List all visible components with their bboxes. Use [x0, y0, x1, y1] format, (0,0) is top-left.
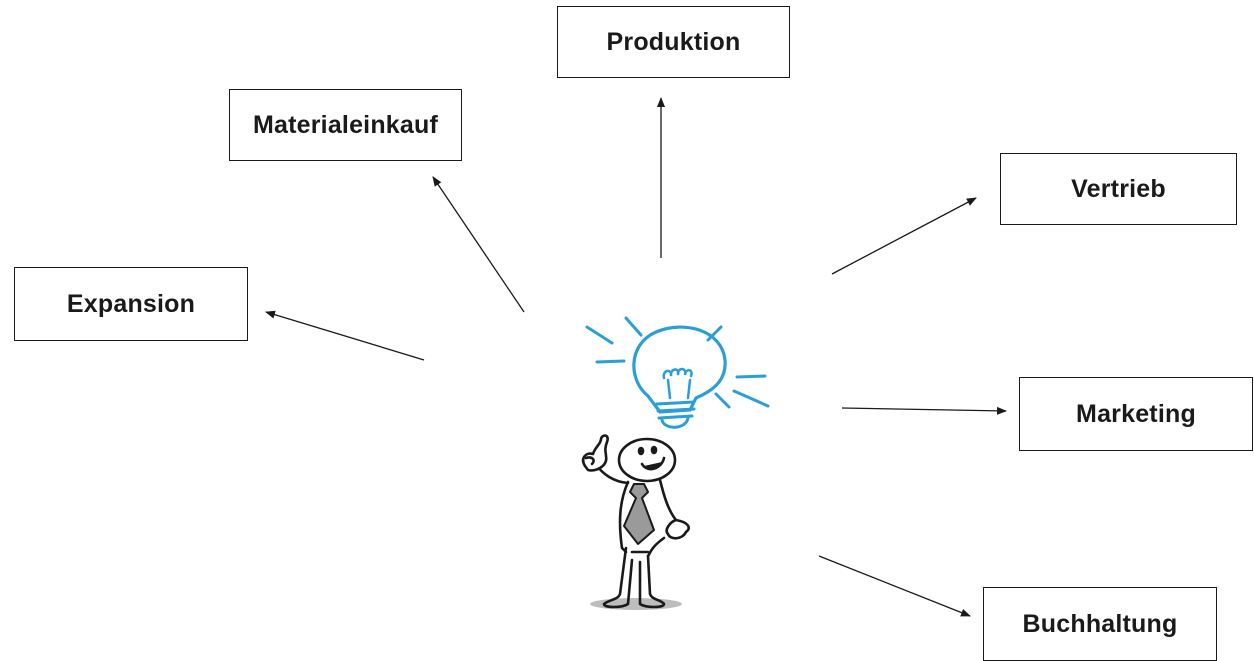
node-label: Marketing [1076, 399, 1196, 428]
arrow-to-marketing [841, 406, 1007, 415]
node-label: Vertrieb [1071, 174, 1166, 203]
arrow-to-buchhaltung [818, 555, 971, 617]
node-vertrieb: Vertrieb [1000, 153, 1237, 225]
arrow-to-expansion [265, 310, 425, 361]
node-buchhaltung: Buchhaltung [983, 587, 1217, 661]
node-materialeinkauf: Materialeinkauf [229, 89, 462, 161]
arrow-to-materialeinkauf [432, 176, 525, 313]
node-marketing: Marketing [1019, 377, 1253, 451]
node-produktion: Produktion [557, 6, 790, 78]
tie-icon [623, 483, 655, 545]
lightbulb-icon [585, 316, 770, 429]
stick-figure [581, 434, 690, 609]
node-label: Materialeinkauf [252, 110, 438, 139]
node-label: Expansion [66, 289, 196, 318]
node-label: Produktion [606, 27, 741, 56]
arrow-to-vertrieb [831, 197, 977, 275]
node-expansion: Expansion [14, 267, 248, 341]
node-label: Buchhaltung [1022, 609, 1178, 638]
